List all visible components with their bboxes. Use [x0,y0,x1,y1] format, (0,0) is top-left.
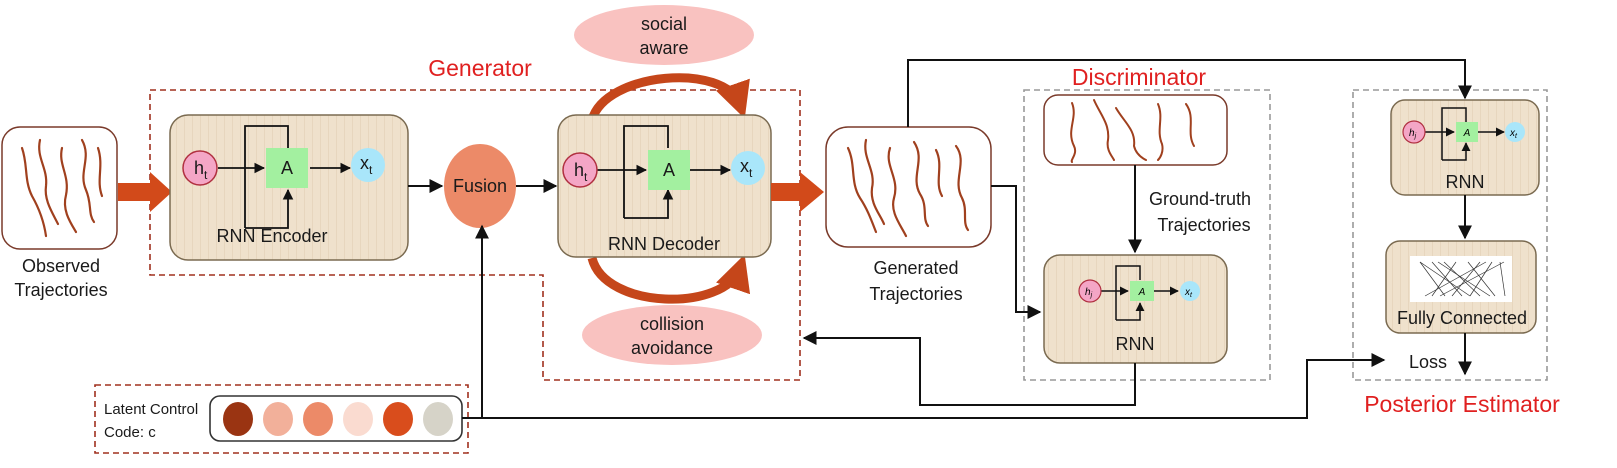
decoder-to-generated-arrow [771,172,824,212]
generator-region [149,89,801,381]
latent-code-dot-1 [223,402,253,436]
posterior-region [1352,89,1548,381]
discriminator-rnn [1043,254,1228,364]
post-h-sub: j [1414,133,1417,140]
disc-feedback-line [802,331,1136,406]
generated-trajectories-box [825,126,992,248]
fully-connected-label: Fully Connected [1397,308,1527,328]
latent-code-dot-3 [303,402,333,436]
svg-text:xt: xt [740,156,753,180]
encoder-label: RNN Encoder [216,226,327,246]
post-a-text: A [1463,128,1471,139]
encoder-x-text: x [360,153,369,173]
latent-to-loss-line [482,353,1386,419]
decoder-x-node [731,151,765,185]
encoder-h-node [182,150,218,186]
decoder-x-sub: t [749,166,753,180]
collision-curve-arrow [587,254,751,304]
latent-line2: Code: c [104,424,156,441]
fusion-node [444,144,516,228]
latent-line1: Latent Control [104,401,198,418]
svg-text:xt: xt [1509,128,1518,140]
svg-text:ht: ht [194,158,208,182]
fusion-label: Fusion [453,176,507,196]
decoder-label: RNN Decoder [608,234,720,254]
loss-label: Loss [1409,352,1447,372]
disc-x-node [1180,281,1200,301]
discriminator-region [1023,89,1271,381]
rnn-decoder [557,114,772,258]
generated-to-posterior-line [907,59,1472,127]
encoder-a-text: A [281,158,293,178]
decoder-a-text: A [663,160,675,180]
posterior-rnn [1390,99,1540,196]
disc-a-text: A [1138,287,1146,298]
decoder-h-sub: t [584,170,588,184]
disc-h-sub: j [1090,292,1093,299]
svg-text:ht: ht [574,160,588,184]
generated-label-2: Trajectories [869,284,962,304]
svg-text:xt: xt [360,153,373,177]
latent-code-circles [223,402,453,436]
encoder-x-node [351,148,385,182]
svg-text:hj: hj [1409,128,1417,140]
decoder-a-node [648,150,690,190]
post-a-node [1456,122,1478,142]
encoder-h-text: h [194,158,204,178]
rnn-encoder [169,114,409,261]
generator-title: Generator [428,55,532,81]
ground-truth-label-1: Ground-truth [1149,189,1251,209]
ground-truth-box [1043,94,1228,166]
decoder-h-text: h [574,160,584,180]
disc-a-node [1130,281,1154,301]
collision-line2: avoidance [631,338,713,358]
generated-label-1: Generated [873,258,958,278]
latent-code-dot-2 [263,402,293,436]
disc-x-sub: t [1190,292,1193,299]
disc-x-text: x [1184,287,1191,298]
social-line2: aware [639,38,688,58]
posterior-title: Posterior Estimator [1364,391,1560,417]
decoder-x-text: x [740,156,749,176]
ground-truth-label-2: Trajectories [1157,215,1250,235]
social-aware-bubble [574,5,754,65]
svg-text:xt: xt [1184,287,1193,299]
post-rnn-label: RNN [1446,172,1485,192]
decoder-h-node [562,152,598,188]
observed-label-2: Trajectories [14,280,107,300]
latent-to-fusion-line [462,224,489,419]
observed-label-1: Observed [22,256,100,276]
discriminator-title: Discriminator [1072,64,1207,90]
collision-line1: collision [640,314,704,334]
collision-bubble [582,305,762,365]
post-x-sub: t [1515,133,1518,140]
encoder-h-sub: t [204,168,208,182]
encoder-a-node [266,148,308,188]
svg-text:hj: hj [1085,287,1093,299]
social-line1: social [641,14,687,34]
post-x-text: x [1509,128,1516,139]
observed-trajectories-box [1,126,118,250]
post-h-text: h [1409,128,1415,139]
latent-code-dot-4 [343,402,373,436]
fully-connected-box [1385,240,1537,334]
disc-rnn-label: RNN [1116,334,1155,354]
social-curve-arrow [587,73,750,122]
latent-code-dot-5 [383,402,413,436]
encoder-x-sub: t [369,163,373,177]
post-h-node [1402,120,1426,144]
disc-h-text: h [1085,287,1091,298]
generated-to-disc-line [991,185,1042,319]
latent-code-dot-6 [423,402,453,436]
observed-to-encoder-arrow [118,172,172,212]
post-x-node [1505,122,1525,142]
disc-h-node [1078,279,1102,303]
